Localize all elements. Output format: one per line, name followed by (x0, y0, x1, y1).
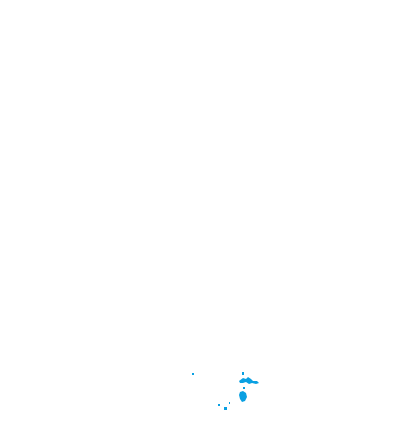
island-south-islet (243, 387, 245, 389)
island-west-dot (192, 373, 194, 375)
island-southwest-dot-3 (229, 402, 230, 404)
island-southwest-dot-2 (224, 407, 227, 410)
island-central (239, 391, 247, 402)
island-southwest-dot-1 (218, 404, 220, 406)
island-north-dot (242, 372, 244, 375)
island-main-north (239, 377, 259, 384)
island-cluster (192, 372, 259, 410)
